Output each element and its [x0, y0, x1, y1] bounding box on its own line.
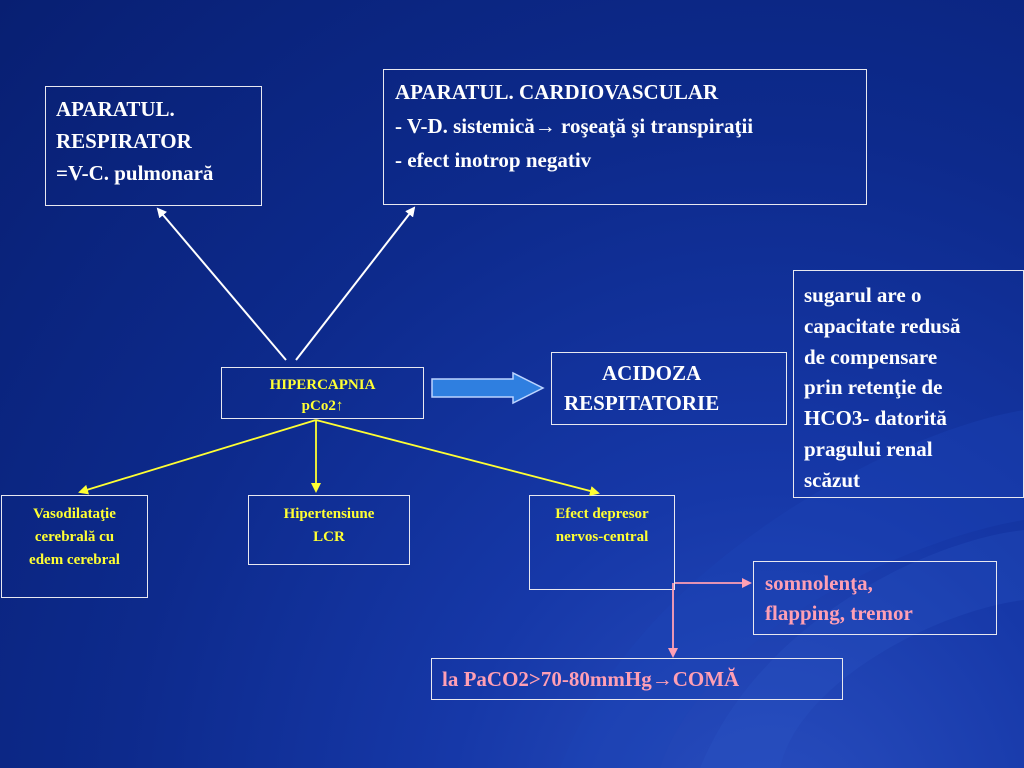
- acidoza-box: ACIDOZA RESPITATORIE: [551, 352, 787, 425]
- sugarul-line-5: HCO3- datorită: [804, 406, 947, 431]
- block-arrow-to-acidoza: [431, 371, 545, 405]
- acidoza-title-1: ACIDOZA: [602, 361, 702, 385]
- hipercapnia-pco2: pCo2↑: [301, 398, 344, 414]
- hipertensiune-box: Hipertensiune LCR: [248, 495, 410, 565]
- sugarul-line-3: de compensare: [804, 344, 938, 369]
- sugarul-line-7: scăzut: [804, 467, 860, 492]
- arrow-to-efect: [315, 419, 600, 496]
- vasodilatatie-line-2: cerebrală cu: [34, 529, 115, 545]
- vasodilatatie-box: Vasodilataţie cerebrală cu edem cerebral: [1, 495, 148, 598]
- vasodilatatie-line-1: Vasodilataţie: [33, 506, 116, 522]
- respirator-effect: =V-C. pulmonară: [56, 161, 214, 185]
- sugarul-line-2: capacitate redusă: [804, 313, 961, 338]
- arrow-to-cardiovascular: [295, 206, 416, 361]
- coma-box: la PaCO2>70-80mmHg→COMĂ: [431, 658, 843, 700]
- hipercapnia-title: HIPERCAPNIA: [269, 377, 376, 393]
- somnolenta-line-1: somnolenţa,: [765, 571, 873, 595]
- efect-line-1: Efect depresor: [555, 506, 649, 522]
- hipercapnia-box: HIPERCAPNIA pCo2↑: [221, 367, 424, 419]
- respirator-box: APARATUL. RESPIRATOR =V-C. pulmonară: [45, 86, 262, 206]
- cardiovascular-title: APARATUL. CARDIOVASCULAR: [395, 80, 719, 104]
- sugarul-box: sugarul are o capacitate redusă de compe…: [793, 270, 1024, 498]
- sugarul-line-1: sugarul are o: [804, 283, 922, 307]
- somnolenta-line-2: flapping, tremor: [765, 601, 913, 625]
- arrow-to-respirator: [156, 207, 287, 361]
- cardiovascular-effect-2: - efect inotrop negativ: [395, 148, 592, 172]
- hipertensiune-line-2: LCR: [313, 529, 345, 545]
- somnolenta-box: somnolenţa, flapping, tremor: [753, 561, 997, 635]
- sugarul-line-4: prin retenţie de: [804, 375, 943, 400]
- arrow-to-vasodilatatie: [78, 419, 317, 495]
- cardiovascular-effect-1: - V-D. sistemică→ roşeaţă şi transpiraţi…: [395, 114, 754, 138]
- coma-text: la PaCO2>70-80mmHg→COMĂ: [442, 667, 740, 691]
- efect-box: Efect depresor nervos-central: [529, 495, 675, 590]
- sugarul-line-6: pragului renal: [804, 436, 933, 461]
- hipertensiune-line-1: Hipertensiune: [283, 506, 375, 522]
- cardiovascular-box: APARATUL. CARDIOVASCULAR - V-D. sistemic…: [383, 69, 867, 205]
- respirator-title-2: RESPIRATOR: [56, 129, 192, 153]
- acidoza-title-2: RESPITATORIE: [564, 391, 720, 415]
- efect-line-2: nervos-central: [555, 529, 649, 545]
- vasodilatatie-line-3: edem cerebral: [29, 552, 120, 568]
- respirator-title-1: APARATUL.: [56, 97, 175, 121]
